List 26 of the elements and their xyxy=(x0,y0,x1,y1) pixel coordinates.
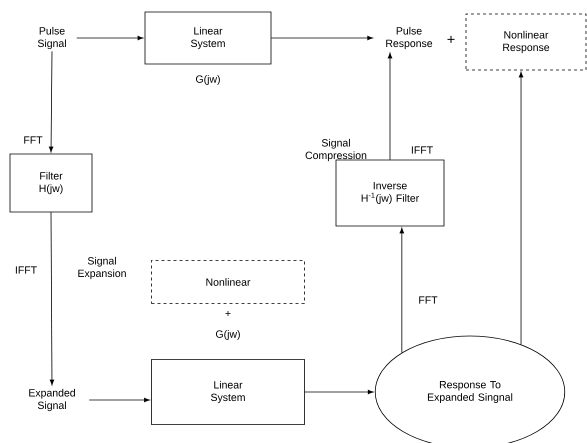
edge-label: IFFT xyxy=(14,265,38,275)
arrow xyxy=(518,72,524,345)
arrow xyxy=(50,212,54,386)
signal-text: Pulse Signal xyxy=(38,26,66,50)
arrow xyxy=(388,52,392,160)
signal-text: Expanded Signal xyxy=(29,388,75,412)
annotation-text: Signal Expansion xyxy=(78,256,126,280)
edge-label: FFT xyxy=(417,295,439,305)
process-box: Inverse H$^{-1}$(jw) Filter xyxy=(336,160,444,226)
dashed-box: Nonlinear Response xyxy=(466,14,586,70)
arrow xyxy=(76,36,144,40)
signal-text: Pulse Response xyxy=(386,26,432,50)
edge-label: IFFT xyxy=(410,145,434,155)
arrow xyxy=(88,398,150,402)
transfer-function-text: G(jw) xyxy=(216,330,240,340)
process-box: Filter H(jw) xyxy=(10,154,92,212)
process-box: Linear System xyxy=(151,359,305,425)
annotation-text: Signal Compression xyxy=(306,138,366,162)
caption-text: G(jw) xyxy=(196,75,220,85)
process-box: Linear System xyxy=(144,12,272,64)
arrow xyxy=(400,228,404,354)
arrow xyxy=(271,36,373,40)
dashed-box: Nonlinear xyxy=(151,260,305,304)
arrow xyxy=(304,390,374,394)
edge-label: FFT xyxy=(22,135,44,145)
arrow xyxy=(48,50,54,152)
